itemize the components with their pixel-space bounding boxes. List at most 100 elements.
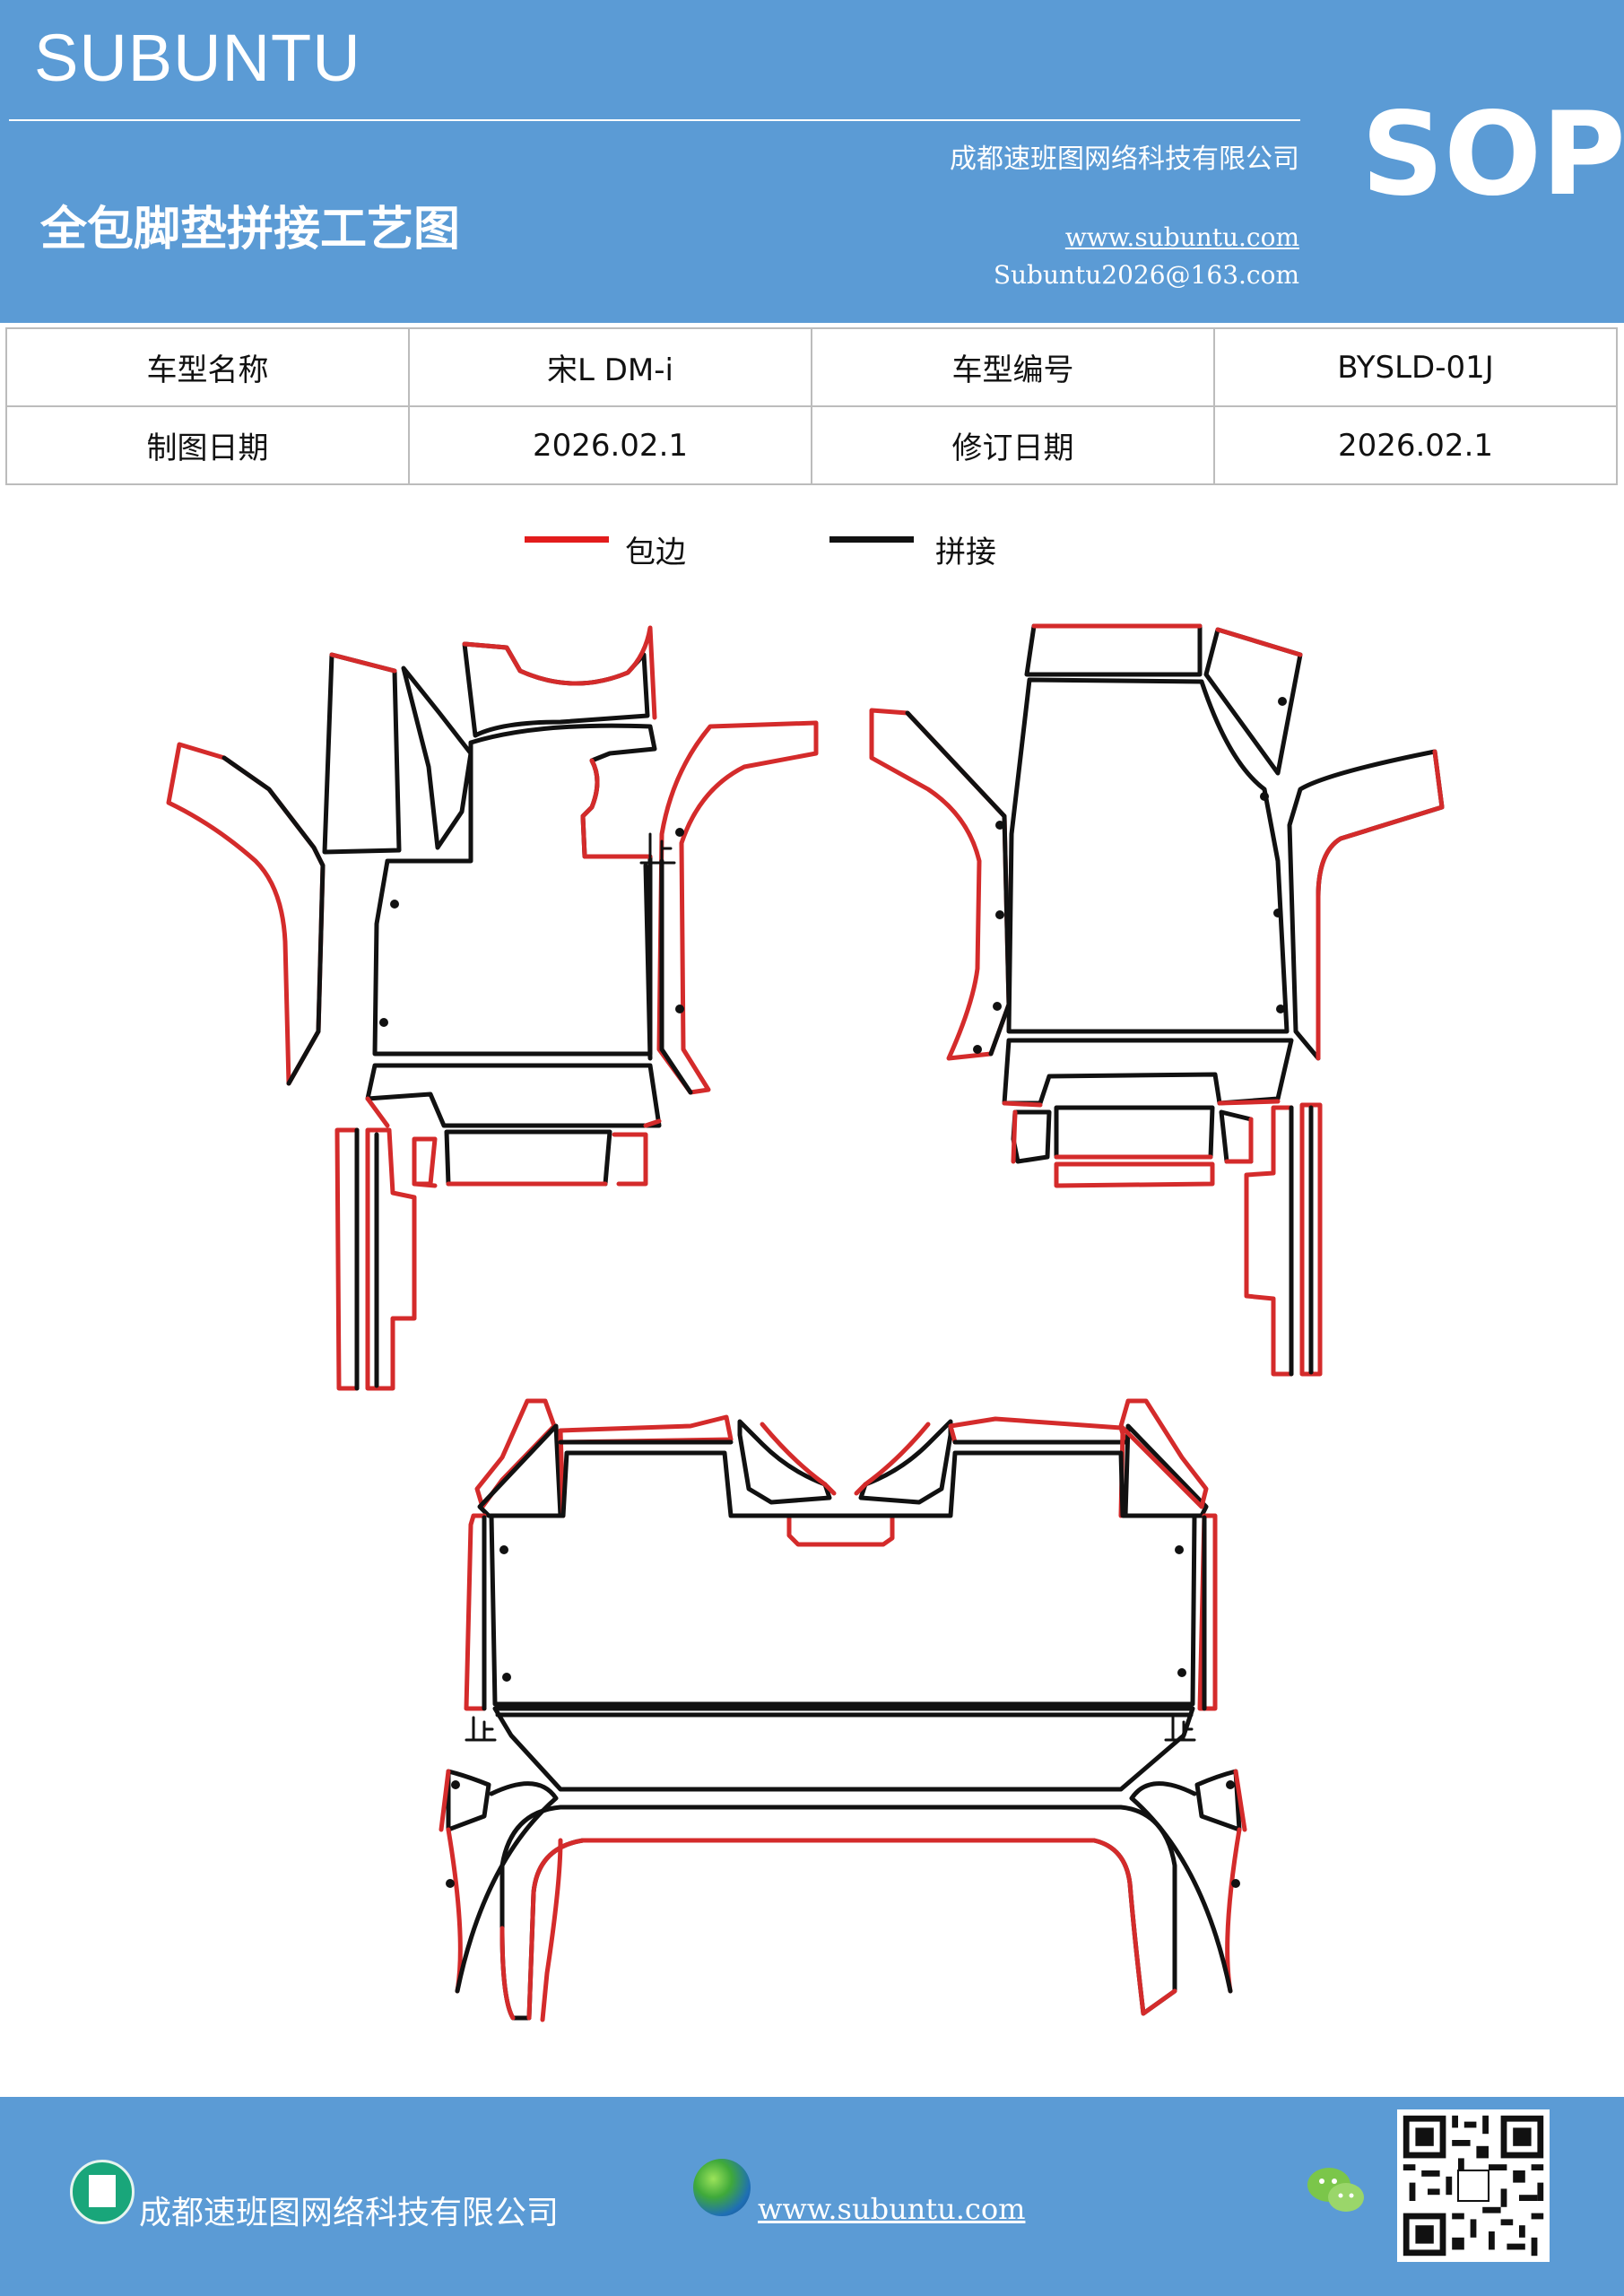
mat-clip-dot (390, 900, 399, 909)
mat-piece (1118, 1398, 1209, 1509)
mat-piece (656, 720, 819, 1095)
mat-clip-dot (379, 1018, 388, 1027)
mat-piece (948, 1416, 1128, 1445)
mat-seam (643, 863, 653, 1061)
stop-mark (1164, 1716, 1196, 1742)
sop-label: SOP (1361, 88, 1624, 222)
mat-clip-dot (446, 1879, 455, 1888)
mat-piece (1194, 1769, 1242, 1832)
mat-piece (166, 742, 326, 1086)
mat-edge (1224, 1117, 1254, 1164)
mat-piece (786, 1513, 895, 1547)
mat-clip-dot (1175, 1545, 1184, 1554)
mat-piece (334, 1127, 360, 1391)
mat-edge (580, 758, 653, 859)
mat-edge (1002, 1099, 1281, 1108)
mat-edge (1011, 1109, 1018, 1164)
mat-edge (760, 1422, 837, 1496)
wechat-icon (1307, 2168, 1364, 2212)
globe-icon (693, 2159, 751, 2216)
mat-clip-dot (675, 1004, 684, 1013)
mat-piece (1197, 1513, 1218, 1711)
qr-code[interactable] (1397, 2109, 1550, 2262)
mat-clip-dot (1231, 1879, 1240, 1888)
mat-piece (401, 665, 473, 850)
legend-edge-label: 包边 (625, 535, 686, 570)
driver-mat-group (166, 625, 819, 1391)
mat-piece (858, 1419, 953, 1505)
mat-clip-dot (499, 1545, 508, 1554)
mat-edge (1316, 749, 1445, 1061)
mat-clip-dot (1226, 1780, 1235, 1789)
table-cell-label: 车型编号 (811, 327, 1215, 407)
mat-seam (455, 1781, 559, 1994)
table-row: 车型名称 宋L DM-i 车型编号 BYSLD-01J (5, 327, 1618, 407)
mat-seam (659, 858, 693, 1095)
mat-piece (1006, 677, 1290, 1034)
mat-piece (329, 652, 397, 674)
passenger-mat-group (869, 623, 1445, 1377)
mat-edge (499, 1838, 1177, 2021)
legend-seam-label: 拼接 (935, 535, 996, 570)
info-table: 车型名称 宋L DM-i 车型编号 BYSLD-01J 制图日期 2026.02… (5, 327, 1618, 485)
table-cell-value: 2026.02.1 (408, 405, 812, 485)
footer-website-link[interactable]: www.subuntu.com (758, 2192, 1026, 2226)
mat-clip-dot (502, 1673, 511, 1682)
mat-piece (365, 1127, 417, 1391)
mat-piece (737, 1419, 832, 1505)
mat-piece (1024, 623, 1203, 677)
mat-piece (489, 1450, 1197, 1707)
mat-clip-dot (1177, 1668, 1186, 1677)
mat-seam (482, 1515, 1207, 1711)
header-company: 成都速班图网络科技有限公司 (950, 144, 1299, 175)
mat-seam (354, 1127, 379, 1391)
building-icon (70, 2160, 135, 2224)
footer-company: 成都速班图网络科技有限公司 (139, 2195, 560, 2231)
table-cell-label: 修订日期 (811, 405, 1215, 485)
mat-clip-dot (973, 1045, 982, 1054)
mat-piece (1123, 1423, 1209, 1518)
mat-piece (1287, 749, 1445, 1061)
table-cell-label: 制图日期 (5, 405, 410, 485)
mat-clip-dot (1276, 1004, 1285, 1013)
mat-clip-dot (995, 821, 1004, 830)
mat-piece (474, 1398, 557, 1509)
mat-piece (477, 1423, 563, 1518)
mat-edge (365, 1096, 662, 1128)
legend-edge-swatch (525, 536, 609, 543)
page-title: 全包脚垫拼接工艺图 (40, 202, 461, 257)
mat-piece (1011, 1109, 1052, 1164)
mat-edge (462, 625, 657, 720)
header-website-link[interactable]: www.subuntu.com (1064, 222, 1299, 252)
legend-seam-swatch (829, 536, 914, 543)
mat-piece (412, 1136, 438, 1187)
brand-logo: SUBUNTU (34, 21, 361, 95)
mat-piece (464, 1513, 487, 1711)
table-cell-value: 2026.02.1 (1213, 405, 1618, 485)
header-email: Subuntu2026@163.com (993, 260, 1299, 290)
mat-piece (462, 641, 650, 738)
mat-piece (558, 1414, 734, 1445)
header-banner (0, 0, 1624, 323)
mat-edge (412, 1132, 648, 1188)
table-cell-label: 车型名称 (5, 327, 410, 407)
mat-clip-dot (1273, 909, 1282, 918)
mat-piece (446, 1769, 491, 1832)
mat-clip-dot (995, 910, 1004, 919)
mat-piece (1054, 1105, 1215, 1160)
mat-piece (869, 708, 1012, 1061)
mat-piece (444, 1129, 612, 1187)
mat-piece (322, 652, 402, 855)
mat-piece (1219, 1109, 1254, 1164)
mat-clip-dot (675, 828, 684, 837)
mat-piece (1054, 1161, 1215, 1188)
table-cell-value: 宋L DM-i (408, 327, 812, 407)
floor-mat-diagram (166, 623, 1445, 2022)
stop-mark (465, 1716, 497, 1742)
rear-mat-group (439, 1398, 1247, 2022)
mat-piece (492, 1706, 1195, 1792)
mat-edge (540, 1838, 563, 2022)
mat-edge (1215, 627, 1303, 657)
mat-clip-dot (451, 1780, 460, 1789)
stop-mark (639, 832, 676, 865)
